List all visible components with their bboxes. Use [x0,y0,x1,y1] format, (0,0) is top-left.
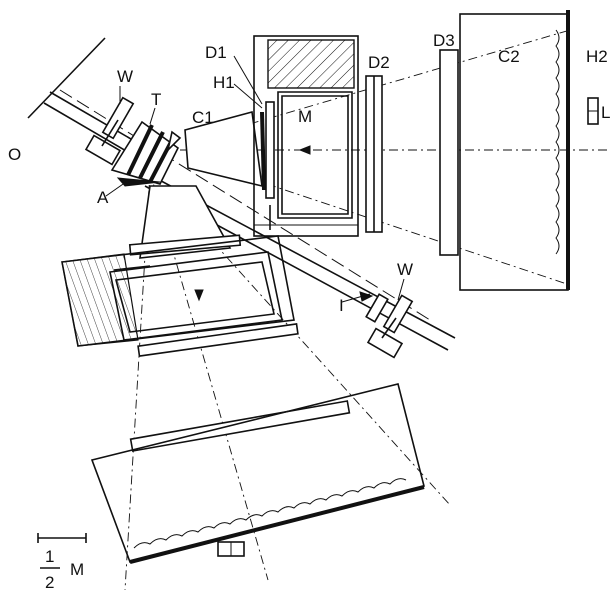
target-fan [110,120,182,187]
plate-D3 [439,49,459,256]
svg-text:I: I [339,296,344,315]
svg-text:W: W [397,260,413,279]
svg-text:W: W [117,67,133,86]
valve-W-top [84,96,135,166]
scale-bar: 1 2 M [37,533,87,592]
chamber-C2 [459,10,599,291]
label-H1: H1 [213,73,235,92]
label-I: I [339,296,344,315]
lower-plates [129,323,351,452]
label-A: A [97,188,109,207]
valve-W-bottom [365,293,414,359]
lower-housing [61,235,295,347]
lower-chamber [90,383,425,564]
label-C2: C2 [498,47,520,66]
scale-denominator: 2 [45,573,54,592]
label-L: L [601,103,610,122]
svg-text:C2: C2 [498,47,520,66]
label-D3: D3 [433,31,455,50]
scale-numerator: 1 [45,547,54,566]
svg-text:M: M [298,107,312,126]
svg-text:H1: H1 [213,73,235,92]
svg-text:A: A [97,188,109,207]
plate-D2 [365,75,383,233]
label-C1: C1 [192,108,214,127]
label-M: M [298,107,312,126]
svg-text:L: L [601,103,610,122]
label-D1: D1 [205,43,227,62]
svg-text:D3: D3 [433,31,455,50]
label-W-top: W [117,67,133,86]
label-leaders [105,55,405,303]
label-W-bottom: W [397,260,413,279]
svg-text:D1: D1 [205,43,227,62]
cone-C1 [184,101,275,199]
svg-text:T: T [151,90,161,109]
label-D2: D2 [368,53,390,72]
label-T: T [151,90,161,109]
label-O: O [8,145,21,164]
scale-unit: M [70,560,84,579]
svg-text:O: O [8,145,21,164]
svg-text:D2: D2 [368,53,390,72]
svg-text:C1: C1 [192,108,214,127]
label-H2: H2 [586,47,608,66]
svg-text:H2: H2 [586,47,608,66]
detector-housing [253,35,359,237]
